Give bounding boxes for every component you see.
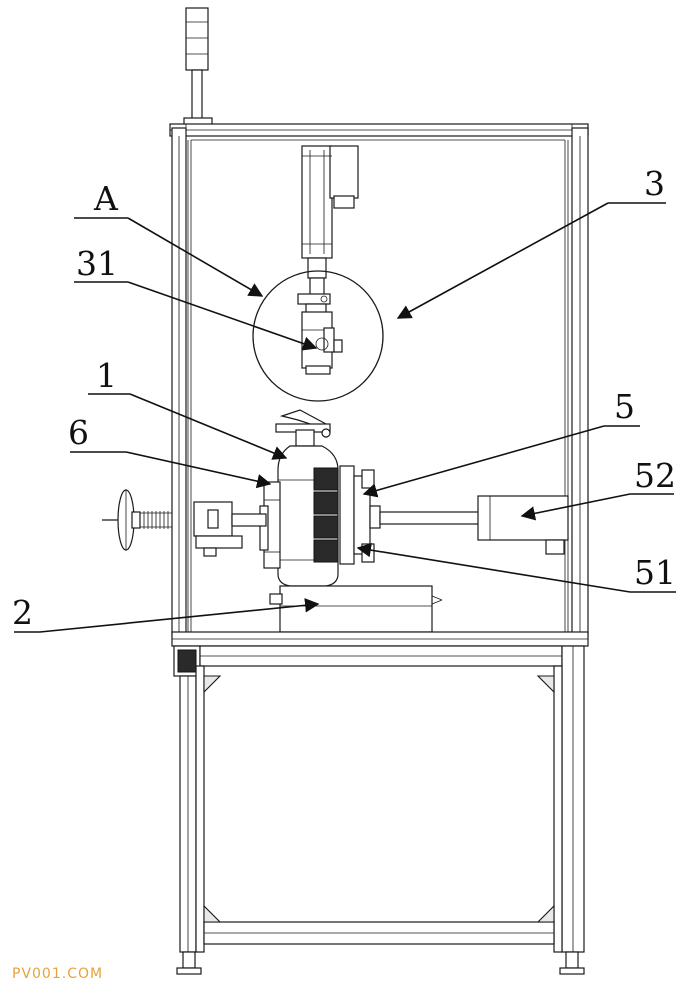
top-cylinder xyxy=(301,145,359,279)
label-3: 3 xyxy=(644,164,665,203)
label-a: A xyxy=(93,179,119,218)
detail-circle-a xyxy=(252,270,384,402)
handwheel-screw xyxy=(102,489,267,557)
label-31: 31 xyxy=(76,244,118,283)
signal-tower-light xyxy=(183,7,213,127)
label-6: 6 xyxy=(68,413,89,452)
label-1: 1 xyxy=(96,356,117,395)
label-52: 52 xyxy=(634,456,676,495)
label-2: 2 xyxy=(12,593,33,632)
label-51: 51 xyxy=(634,553,676,592)
label-5: 5 xyxy=(614,387,635,426)
upper-frame xyxy=(169,123,589,637)
lower-frame xyxy=(173,645,585,975)
table-top xyxy=(171,631,589,647)
clamp-base xyxy=(269,585,443,633)
left-clamp xyxy=(259,481,281,569)
watermark: PV001.COM xyxy=(12,966,103,982)
leader-lines xyxy=(14,202,676,633)
right-clamp xyxy=(313,465,381,565)
push-cylinder xyxy=(379,495,569,555)
